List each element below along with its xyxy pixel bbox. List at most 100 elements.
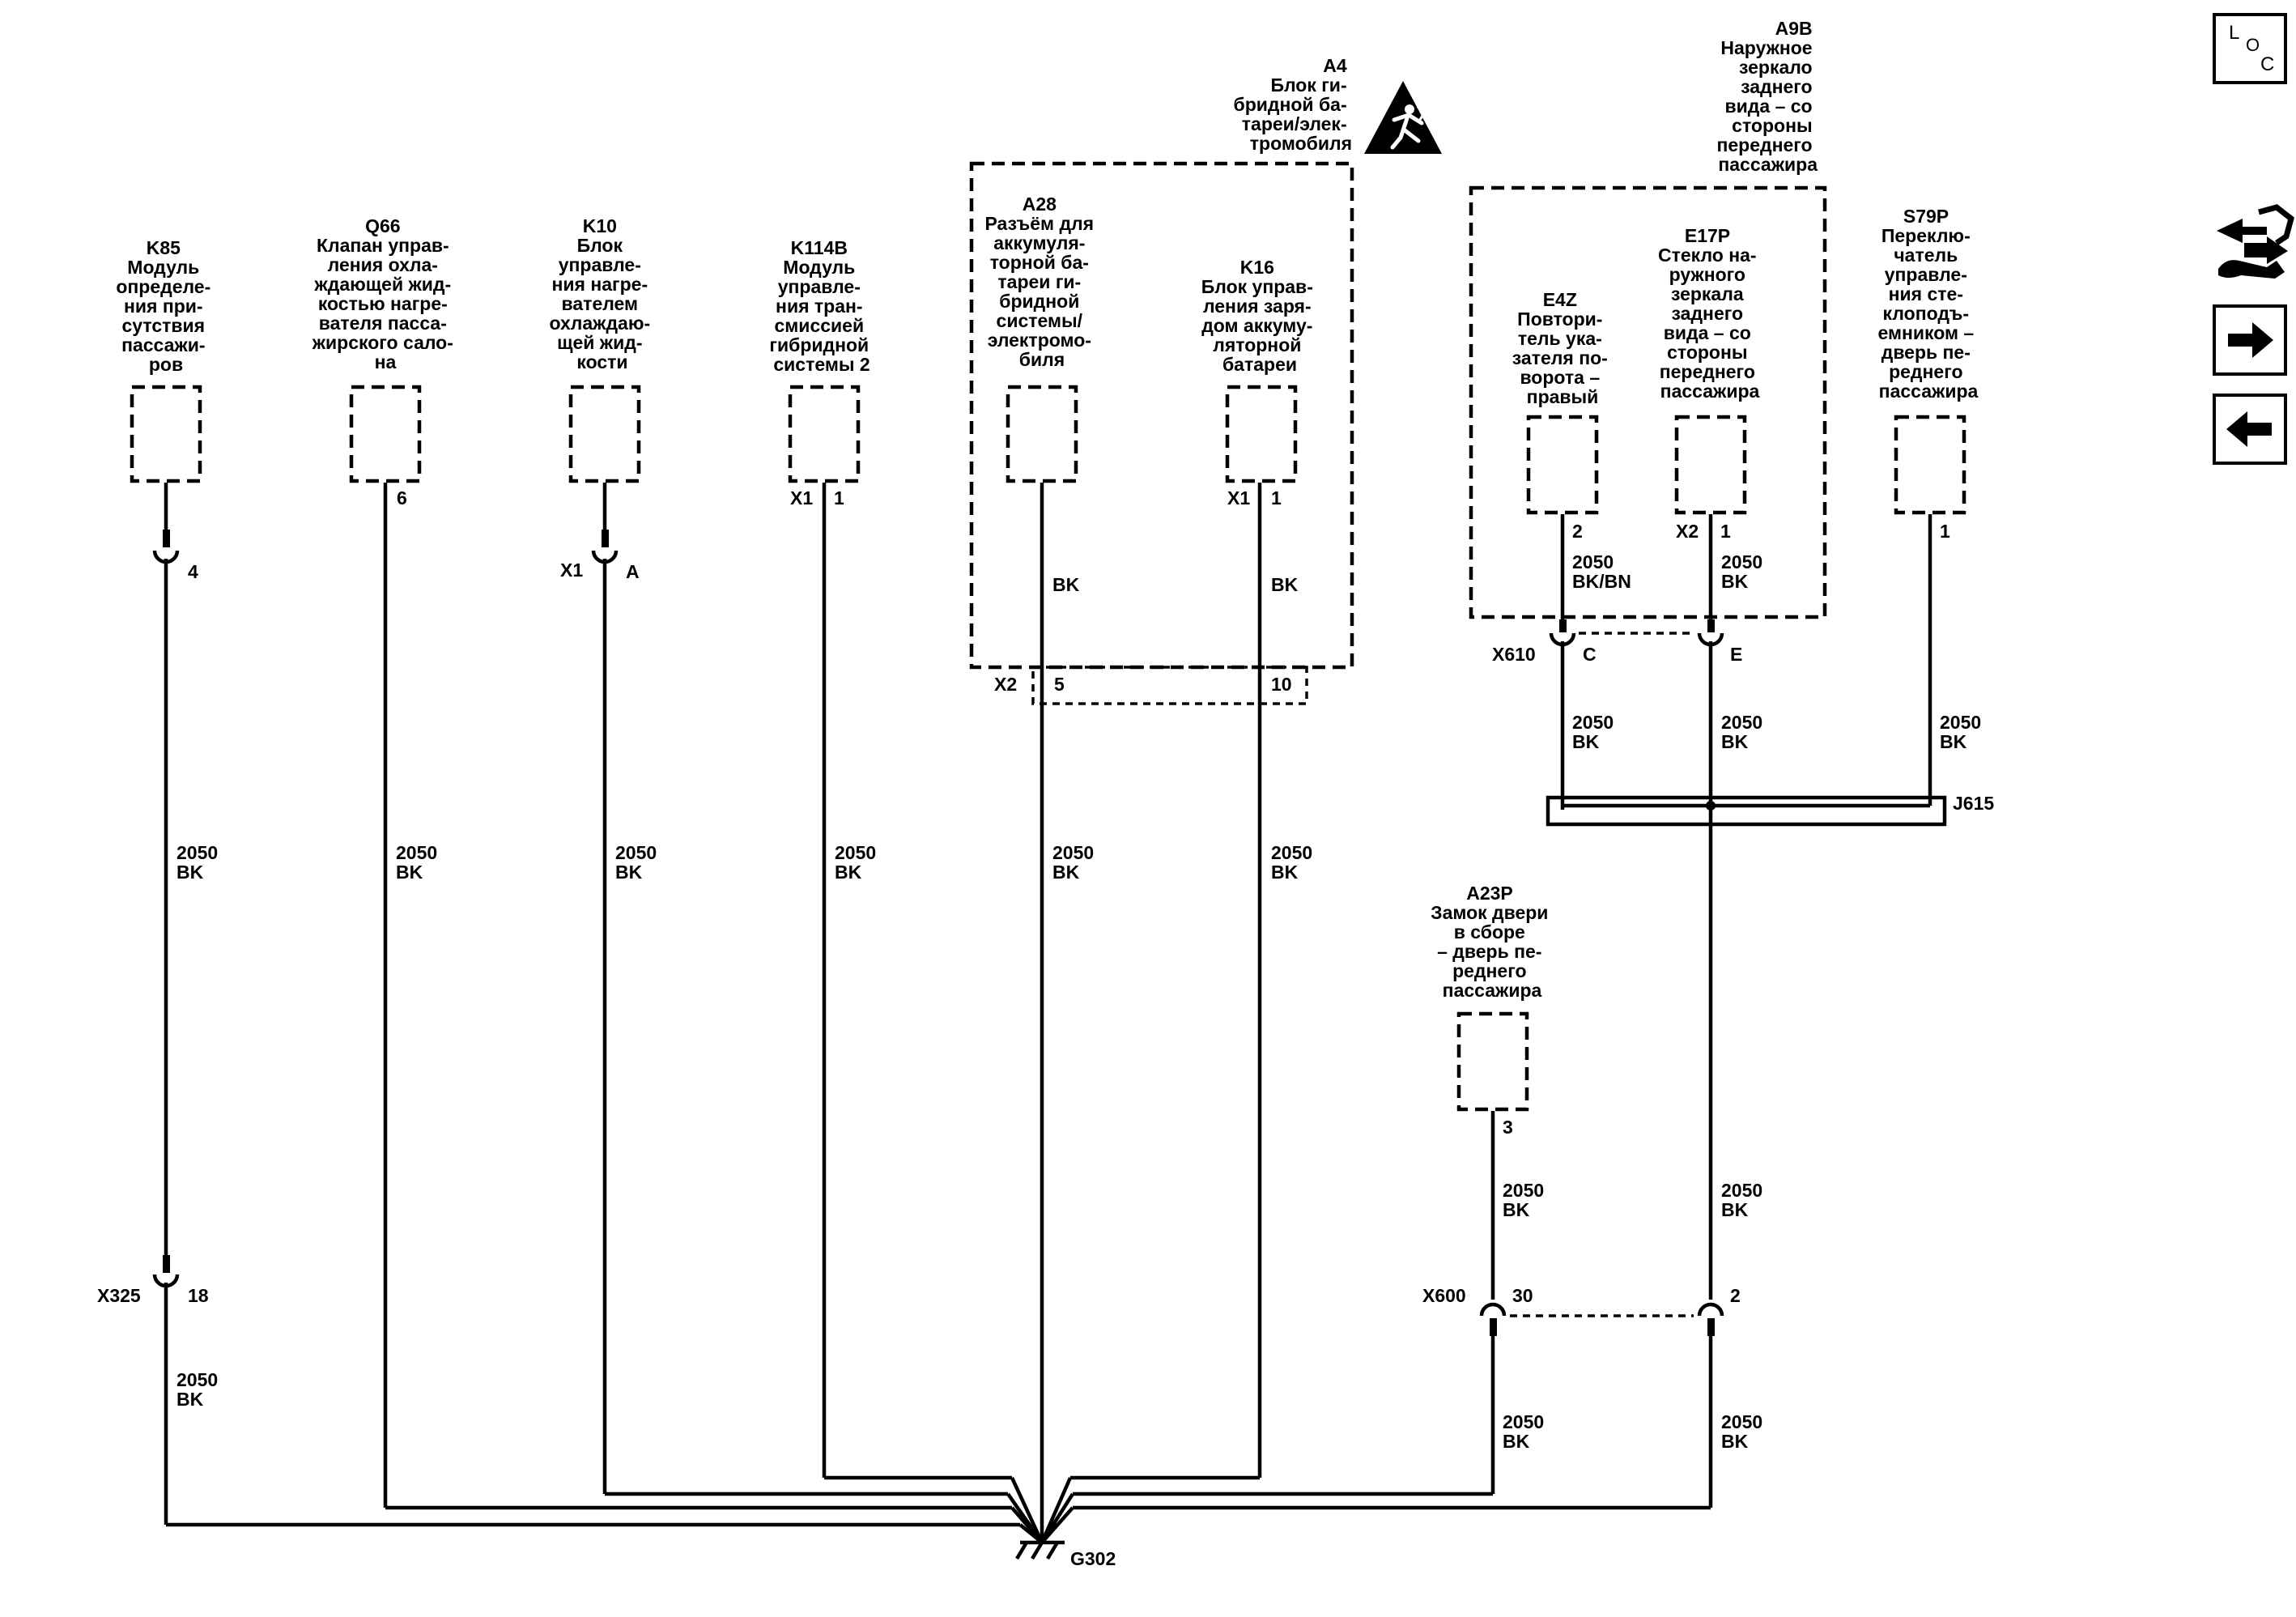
svg-text:2050: 2050	[1572, 712, 1614, 733]
pin-a4-10: 10	[1271, 674, 1292, 695]
label-a4: A4 Блок ги- бридной ба- тареи/элек- тром…	[1233, 55, 1352, 154]
wire-label-a28-bk: BK	[1052, 574, 1080, 595]
wire-label-k16-main: 2050 BK	[1271, 842, 1312, 883]
prev-button[interactable]	[2213, 394, 2287, 465]
a23p-box	[1456, 1011, 1529, 1112]
label-k10: K10 Блок управле- ния нагре- вателем охл…	[549, 215, 655, 372]
svg-text:BK: BK	[176, 1389, 204, 1410]
a28-box	[1006, 385, 1078, 483]
svg-text:BK: BK	[1721, 571, 1749, 592]
wire-label-a23p: 2050 BK	[1503, 1180, 1544, 1220]
wire-label-k85-main: 2050 BK	[176, 842, 218, 883]
pin-x610-c: C	[1583, 644, 1597, 665]
svg-text:BK: BK	[1721, 1431, 1749, 1452]
pin-x600-2: 2	[1730, 1285, 1741, 1306]
wire-label-x600-30-lower: 2050 BK	[1503, 1411, 1544, 1452]
wire-label-e17p-mid: 2050 BK	[1721, 1180, 1762, 1220]
wire-label-x325-lower: 2050 BK	[176, 1369, 218, 1410]
conn-k10: X1	[560, 560, 583, 581]
label-a28: A28 Разъём для аккумуля- торной ба- таре…	[985, 194, 1099, 370]
svg-text:2050: 2050	[1721, 551, 1762, 572]
svg-text:2050: 2050	[1572, 551, 1614, 572]
svg-text:2050: 2050	[176, 1369, 218, 1390]
wire-k16	[1070, 483, 1262, 1480]
pin-s79p: 1	[1940, 521, 1950, 542]
pin-k85: 4	[188, 561, 198, 582]
conn-k16: X1	[1227, 487, 1250, 509]
wire-e17p	[1073, 514, 1724, 1510]
svg-text:2050: 2050	[1271, 842, 1312, 863]
pin-x600-30: 30	[1512, 1285, 1533, 1306]
svg-text:2050: 2050	[835, 842, 876, 863]
wire-label-k10-main: 2050 BK	[615, 842, 657, 883]
next-button[interactable]	[2213, 304, 2287, 376]
wire-k10	[591, 483, 1008, 1496]
label-k16: K16 Блок управ- ления заря- дом аккуму- …	[1201, 257, 1319, 375]
label-j615: J615	[1953, 793, 1994, 814]
wire-q66	[383, 483, 1012, 1510]
svg-text:BK: BK	[1940, 731, 1967, 752]
conn-x610: X610	[1492, 644, 1536, 665]
k85-box	[130, 385, 202, 483]
wire-label-q66-main: 2050 BK	[396, 842, 437, 883]
svg-text:2050: 2050	[1721, 1180, 1762, 1201]
wire-label-e17p-upper: 2050 BK	[1721, 551, 1762, 592]
svg-text:BK: BK	[1052, 862, 1080, 883]
wire-label-x610-c-lower: 2050 BK	[1572, 712, 1614, 752]
pin-k16: 1	[1271, 487, 1282, 509]
schematic-tool-icon[interactable]	[2217, 204, 2294, 279]
label-q66: Q66 Клапан управ- ления охла- ждающей жи…	[312, 215, 459, 372]
svg-text:2050: 2050	[396, 842, 437, 863]
high-voltage-warning-icon	[1364, 81, 1442, 154]
wire-label-e4z-upper: 2050 BK/BN	[1572, 551, 1631, 592]
svg-text:BK: BK	[1572, 731, 1600, 752]
svg-text:2050: 2050	[1503, 1411, 1544, 1432]
svg-text:BK: BK	[1721, 731, 1749, 752]
svg-text:2050: 2050	[615, 842, 657, 863]
conn-e17p: X2	[1676, 521, 1699, 542]
pin-x610-e: E	[1730, 644, 1742, 665]
loc-button[interactable]: L O C	[2213, 13, 2287, 84]
wire-label-a28-main: 2050 BK	[1052, 842, 1094, 883]
label-k85: K85 Модуль определе- ния при- сутствия п…	[116, 237, 215, 375]
label-a23p: A23P Замок двери в сборе – дверь пе- ред…	[1431, 883, 1554, 1001]
label-s79p: S79P Переклю- чатель управле- ния сте- к…	[1877, 206, 1979, 402]
pin-k10: A	[626, 561, 640, 582]
svg-text:BK: BK	[1503, 1431, 1530, 1452]
svg-text:BK: BK	[1271, 862, 1299, 883]
svg-text:BK: BK	[615, 862, 643, 883]
loc-icon-c: C	[2260, 53, 2274, 75]
svg-text:2050: 2050	[1052, 842, 1094, 863]
pin-a4-5: 5	[1054, 674, 1065, 695]
label-e4z: E4Z Повтори- тель ука- зателя по- ворота…	[1512, 289, 1613, 407]
wire-k114b	[822, 483, 1012, 1480]
label-a9b: A9B Наружное зеркало заднего вида – со с…	[1716, 18, 1818, 175]
arrow-left-icon	[2226, 411, 2272, 447]
wire-label-s79p-lower: 2050 BK	[1940, 712, 1981, 752]
q66-box	[349, 385, 422, 483]
svg-text:BK/BN: BK/BN	[1572, 571, 1631, 592]
a4-x2-connector	[1031, 666, 1308, 705]
k10-box	[568, 385, 641, 483]
wire-label-k114b-main: 2050 BK	[835, 842, 876, 883]
svg-text:BK: BK	[176, 862, 204, 883]
svg-text:2050: 2050	[1503, 1180, 1544, 1201]
svg-text:2050: 2050	[1721, 1411, 1762, 1432]
pin-e4z: 2	[1572, 521, 1583, 542]
svg-text:2050: 2050	[176, 842, 218, 863]
conn-a4-x2: X2	[994, 674, 1017, 695]
svg-text:BK: BK	[1503, 1199, 1530, 1220]
label-k114b: K114B Модуль управле- ния тран- смиссией…	[769, 237, 874, 375]
pin-q66: 6	[397, 487, 407, 509]
a4-boundary	[969, 161, 1354, 670]
svg-text:BK: BK	[396, 862, 423, 883]
loc-icon-l: L	[2229, 22, 2239, 44]
svg-text:BK: BK	[1721, 1199, 1749, 1220]
e17p-box	[1674, 415, 1747, 515]
pin-k114b: 1	[834, 487, 844, 509]
k114b-box	[788, 385, 861, 483]
conn-x325: X325	[97, 1285, 141, 1306]
g302-ground	[1006, 1477, 1074, 1560]
label-g302: G302	[1070, 1548, 1116, 1569]
